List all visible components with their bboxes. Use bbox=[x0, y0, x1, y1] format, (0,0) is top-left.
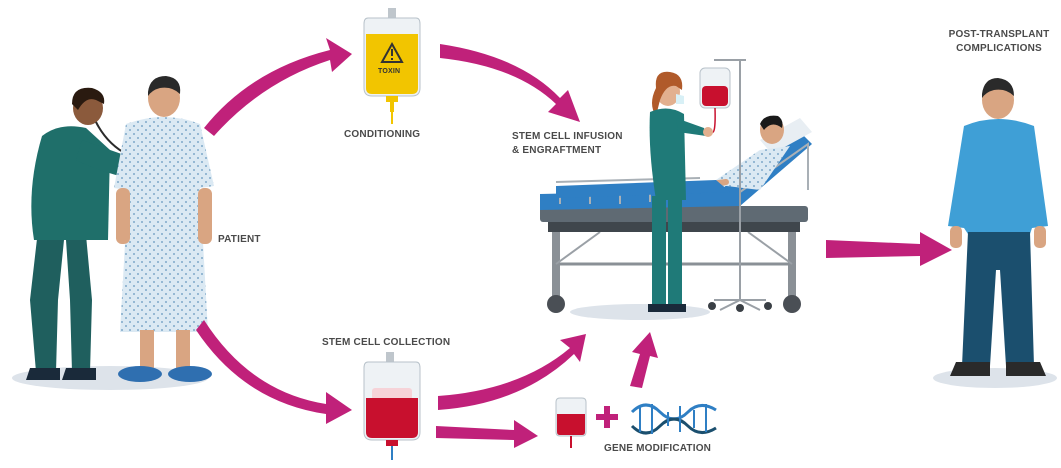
complications-label-line1: POST-TRANSPLANT bbox=[948, 29, 1050, 40]
patient-label: PATIENT bbox=[218, 234, 261, 245]
arrow-gene-to-infusion bbox=[630, 332, 658, 388]
dna-helix-icon bbox=[630, 403, 717, 435]
conditioning-label: CONDITIONING bbox=[344, 129, 421, 140]
iv-pole bbox=[708, 59, 772, 312]
post-transplant-man-figure bbox=[948, 78, 1048, 376]
gene-modification-label: GENE MODIFICATION bbox=[604, 443, 712, 454]
infusion-label-line1: STEM CELL INFUSION bbox=[512, 131, 623, 142]
patient-figure bbox=[114, 76, 214, 382]
small-blood-bag-icon bbox=[555, 397, 587, 448]
arrow-patient-to-conditioning bbox=[204, 38, 352, 136]
complications-label-line2: COMPLICATIONS bbox=[956, 43, 1042, 54]
arrow-conditioning-to-infusion bbox=[440, 44, 580, 122]
collection-blood-bag-icon bbox=[363, 352, 421, 460]
arrow-infusion-to-complications bbox=[826, 232, 952, 266]
plus-icon bbox=[596, 406, 618, 428]
arrow-patient-to-collection bbox=[196, 320, 352, 424]
infusion-label-line2: & ENGRAFTMENT bbox=[512, 145, 602, 156]
collection-label: STEM CELL COLLECTION bbox=[322, 337, 451, 348]
bed-shadow bbox=[570, 304, 710, 320]
toxin-bag-label: TOXIN bbox=[378, 68, 401, 75]
arrow-collection-to-infusion bbox=[438, 334, 586, 410]
infusion-blood-bag-icon bbox=[699, 67, 731, 134]
nurse-figure bbox=[648, 71, 713, 312]
arrow-collection-to-gene bbox=[436, 420, 538, 448]
toxin-bag-icon bbox=[363, 8, 421, 124]
